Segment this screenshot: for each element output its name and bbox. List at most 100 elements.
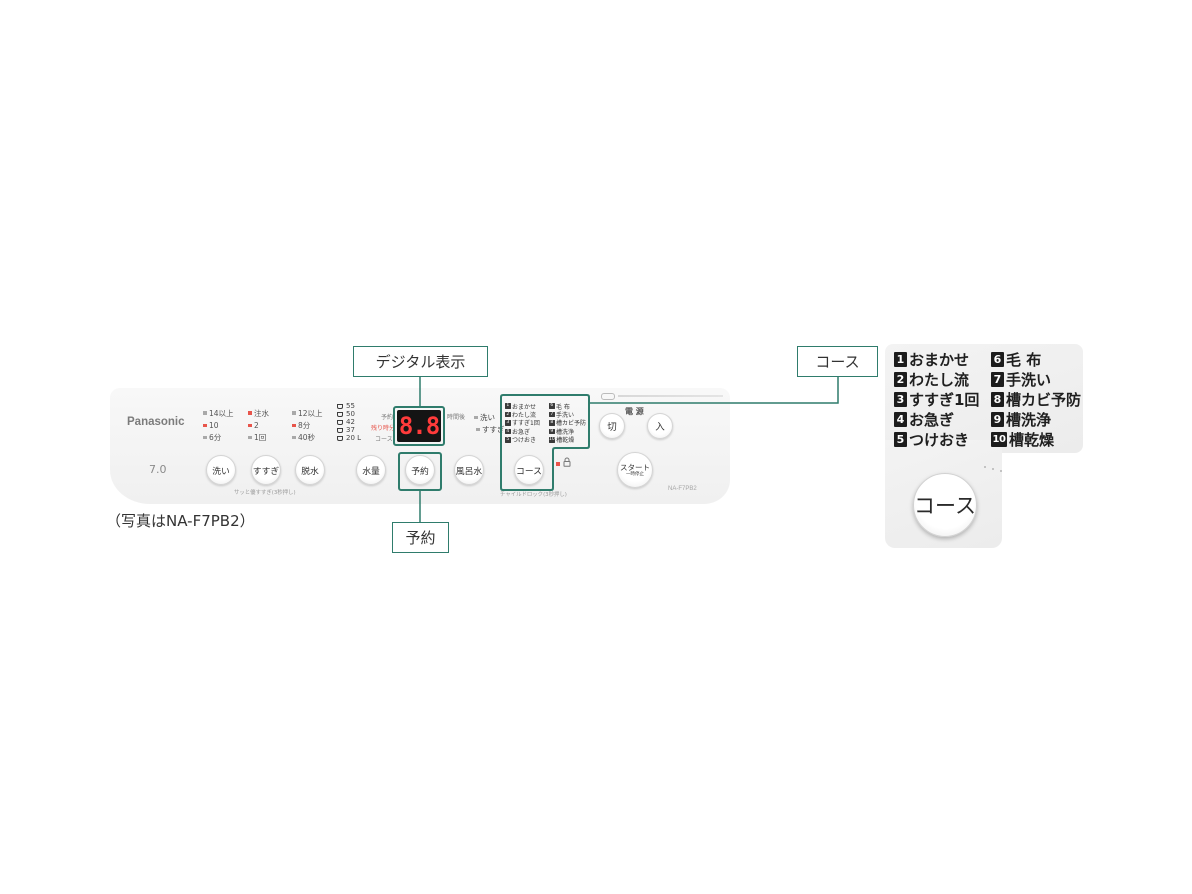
course-number-badge: 8 <box>991 391 1004 407</box>
indicator-lamp <box>248 411 252 415</box>
course-number-badge: 5 <box>894 431 907 447</box>
water-level-option: 37 <box>337 426 361 434</box>
spin-time-label: 12以上 <box>298 408 323 418</box>
rinse-count-option: 注水 <box>248 407 269 419</box>
course-number-badge: 3 <box>894 391 907 407</box>
rinse-count-option: 2 <box>248 419 269 431</box>
decor-dot <box>992 468 994 470</box>
rinse-hint: サッと優すすぎ(3秒押し) <box>234 490 296 496</box>
display-label-after: 時間後 <box>447 414 466 421</box>
step-lamp-wash: 洗い <box>474 412 495 423</box>
decor-dot <box>1000 470 1002 472</box>
rinse-count-label: 注水 <box>254 408 269 418</box>
wash-button[interactable]: 洗い <box>206 455 236 485</box>
inset-course-button[interactable]: コース <box>913 473 977 537</box>
bucket-icon <box>337 403 343 409</box>
start-pause-button[interactable]: スタート 一時停止 <box>617 452 653 488</box>
inset-panel <box>885 344 1083 453</box>
course-name: つけおき <box>909 430 970 449</box>
spin-time-indicators: 12以上 8分 40秒 <box>292 407 323 444</box>
spin-button[interactable]: 脱水 <box>295 455 325 485</box>
power-on-button[interactable]: 入 <box>647 413 673 439</box>
display-label-timer: 予約 <box>381 414 394 421</box>
rinse-button[interactable]: すすぎ <box>251 455 281 485</box>
display-label-remaining: 残り時分 <box>371 425 396 432</box>
indicator-lamp <box>292 435 296 440</box>
wash-time-option: 14以上 <box>203 407 234 419</box>
indicator-lamp <box>248 435 252 440</box>
power-off-button[interactable]: 切 <box>599 413 625 439</box>
capacity-label: 7.0 <box>149 463 167 476</box>
brand-logo: Panasonic <box>127 416 185 428</box>
course-number-badge: 1 <box>505 403 511 409</box>
course-number-badge: 8 <box>549 420 555 426</box>
water-level-button[interactable]: 水量 <box>356 455 386 485</box>
water-level-option: 50 <box>337 410 361 418</box>
water-level-label: 50 <box>346 410 355 418</box>
indicator-lamp <box>476 427 480 432</box>
spin-time-label: 8分 <box>298 420 311 430</box>
course-number-badge: 7 <box>991 372 1004 388</box>
course-number-badge: 4 <box>505 428 511 435</box>
digital-display: 8.8 <box>397 410 441 442</box>
course-callout: コース <box>797 346 878 377</box>
water-level-label: 20 L <box>346 434 362 442</box>
rinse-count-option: 1回 <box>248 432 269 444</box>
wash-time-option: 10 <box>203 419 234 431</box>
display-label-course: コース <box>375 436 393 443</box>
timer-callout: 予約 <box>392 522 449 553</box>
display-digits: 8.8 <box>398 412 440 440</box>
course-name: 槽乾燥 <box>556 437 575 445</box>
course-name: 槽カビ予防 <box>1006 391 1082 409</box>
spin-time-option: 8分 <box>292 419 323 431</box>
step-lamp-label: 洗い <box>480 413 495 422</box>
water-level-label: 55 <box>346 402 355 410</box>
bucket-icon <box>337 435 343 441</box>
indicator-lamp <box>292 423 296 428</box>
course-button[interactable]: コース <box>514 455 544 485</box>
rinse-count-label: 1回 <box>254 433 267 443</box>
course-number-badge: 7 <box>549 411 555 418</box>
spin-time-label: 40秒 <box>298 433 316 443</box>
indicator-lamp <box>203 423 207 428</box>
model-number: NA-F7PB2 <box>668 486 697 492</box>
child-lock-lamp <box>556 462 560 466</box>
course-number-badge: 5 <box>505 437 511 443</box>
course-name: 手洗い <box>1006 371 1052 390</box>
step-lamp-label: すすぎ <box>482 425 505 434</box>
course-number-badge: 1 <box>894 352 907 368</box>
bucket-icon <box>337 419 343 425</box>
course-number-badge: 9 <box>549 428 555 435</box>
course-number-badge: 10 <box>991 431 1007 447</box>
spin-time-option: 40秒 <box>292 432 323 444</box>
power-label: 電 源 <box>625 407 644 416</box>
wash-time-label: 14以上 <box>209 408 234 418</box>
display-highlight <box>393 406 445 446</box>
child-lock-hint: チャイルドロック(3秒押し) <box>500 492 567 498</box>
water-level-label: 37 <box>346 426 355 434</box>
course-name: 毛 布 <box>1006 351 1042 370</box>
timer-button[interactable]: 予約 <box>405 455 435 485</box>
water-level-option: 20 L <box>337 434 361 442</box>
water-level-label: 42 <box>346 418 355 426</box>
course-number-badge: 2 <box>505 411 511 418</box>
bucket-icon <box>337 427 343 433</box>
course-name: わたし流 <box>909 371 970 390</box>
notice-strip <box>601 392 723 400</box>
bath-water-button[interactable]: 風呂水 <box>454 455 484 485</box>
display-callout: デジタル表示 <box>353 346 488 377</box>
